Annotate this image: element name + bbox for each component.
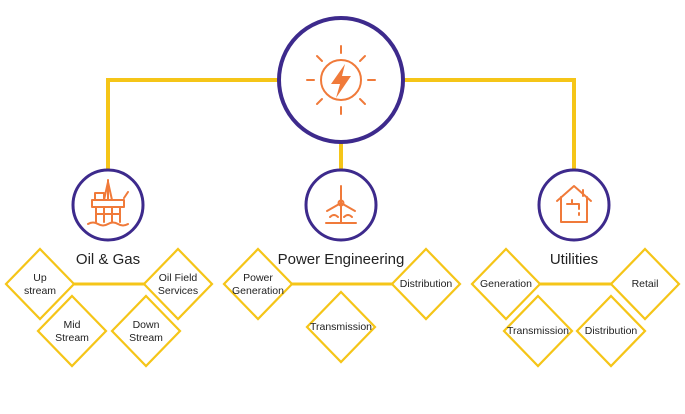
diamond-downstream[interactable]: Down Stream	[110, 294, 182, 368]
connector-oil-gas	[106, 78, 278, 172]
diamond-midstream[interactable]: Mid Stream	[36, 294, 108, 368]
diamond-power-transmission[interactable]: Transmission	[305, 290, 377, 364]
diamond-label: Distribution	[585, 325, 638, 337]
diamond-label: Transmission	[310, 321, 372, 333]
diamond-label: Mid	[64, 319, 81, 331]
power-engineering-node: Power Engineering	[278, 168, 405, 268]
house-faucet-icon	[556, 185, 592, 223]
diamond-utilities-generation[interactable]: Generation	[470, 247, 542, 321]
diamond-power-generation[interactable]: Power Generation	[222, 247, 294, 321]
diamond-label: Generation	[480, 278, 532, 290]
category-label-power-engineering: Power Engineering	[278, 251, 405, 268]
diamond-power-distribution[interactable]: Distribution	[390, 247, 462, 321]
diamond-label: Distribution	[400, 278, 453, 290]
category-label-oil-gas: Oil & Gas	[76, 251, 140, 268]
diamond-utilities-retail[interactable]: Retail	[609, 247, 681, 321]
diamond-label: Generation	[232, 285, 284, 297]
oil-rig-icon	[87, 179, 129, 227]
diamond-label: Services	[158, 285, 198, 297]
center-hub	[277, 16, 405, 144]
diamond-label: Stream	[129, 332, 163, 344]
utilities-node: Utilities	[537, 168, 611, 268]
diamond-utilities-transmission[interactable]: Transmission	[502, 294, 574, 368]
diamond-label: Retail	[632, 278, 659, 290]
oil-gas-node: Oil & Gas	[71, 168, 145, 268]
connector-utilities	[404, 78, 576, 172]
diamond-label: Oil Field	[159, 272, 198, 284]
category-label-utilities: Utilities	[550, 251, 598, 268]
diamond-label: Transmission	[507, 325, 569, 337]
diamond-label: Down	[133, 319, 160, 331]
wind-turbine-icon	[325, 185, 357, 224]
lightning-sun-icon	[306, 45, 376, 115]
diamond-label: Up	[33, 272, 47, 284]
diamond-utilities-distribution[interactable]: Distribution	[575, 294, 647, 368]
diamond-oil-field-services[interactable]: Oil Field Services	[142, 247, 214, 321]
diamond-upstream[interactable]: Up stream	[4, 247, 76, 321]
diamond-label: Power	[243, 272, 273, 284]
diamond-label: Stream	[55, 332, 89, 344]
diamond-label: stream	[24, 285, 56, 297]
